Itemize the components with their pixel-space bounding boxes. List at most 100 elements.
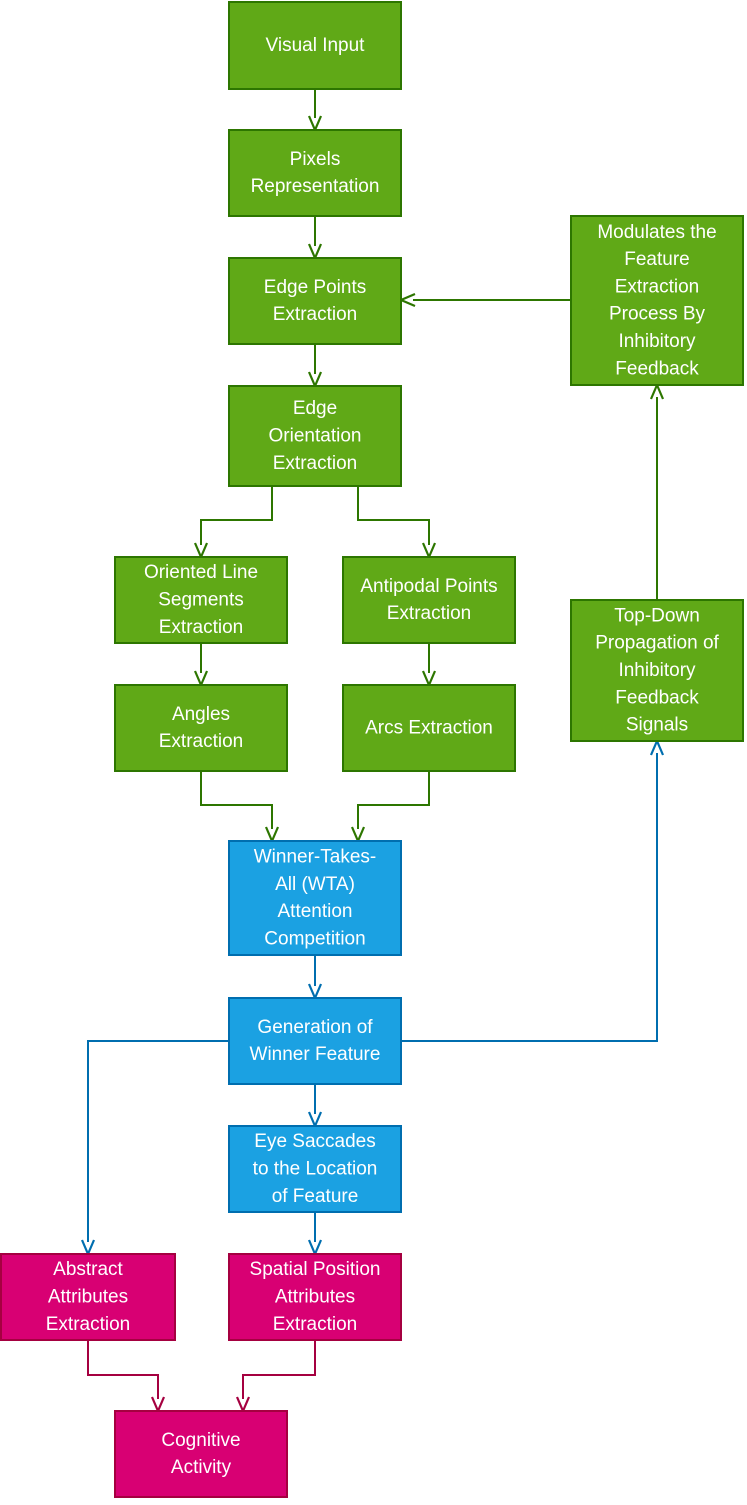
node-label-line: Abstract <box>53 1259 123 1280</box>
arrowhead-icon <box>307 1111 323 1129</box>
node-label-line: Signals <box>626 715 688 736</box>
node-box <box>228 1125 402 1213</box>
arrowhead-icon <box>193 542 209 560</box>
node-label-line: Modulates the <box>597 222 716 243</box>
arrowhead-icon <box>421 542 437 560</box>
edges-layer <box>80 89 665 1414</box>
edge-abstract_attributes_extraction-to-cognitive_activity <box>87 1340 166 1414</box>
node-label-line: Oriented Line <box>144 562 258 583</box>
edge-wta_attention_competition-to-generation_of_winner_feature <box>307 955 323 1001</box>
node-label-line: Extraction <box>159 617 243 638</box>
arrowhead-icon <box>80 1239 96 1257</box>
node-box <box>114 556 288 644</box>
edge-oriented_line_segments_extraction-to-angles_extraction <box>193 643 209 688</box>
node-label-line: Segments <box>158 590 244 611</box>
node-label-line: Process By <box>609 304 706 325</box>
arrowhead-icon <box>649 382 665 400</box>
node-box <box>570 599 744 742</box>
edge-line <box>87 1040 229 1242</box>
node-label-line: of Feature <box>272 1186 359 1207</box>
edge-visual_input-to-pixels_representation <box>307 89 323 133</box>
node-label-line: Antipodal Points <box>360 576 497 597</box>
node-label-line: Feedback <box>615 687 699 708</box>
node-label-line: Arcs Extraction <box>365 718 493 739</box>
node-label-line: Orientation <box>269 426 362 447</box>
node-label-line: Winner-Takes- <box>254 847 376 868</box>
node-label-line: Feature <box>624 249 689 270</box>
node-visual-input: Visual Input <box>228 1 402 90</box>
arrowhead-icon <box>193 670 209 688</box>
arrowhead-icon <box>350 826 366 844</box>
node-label-line: Edge Points <box>264 277 366 298</box>
node-wta-attention-competition: Winner-Takes- All (WTA) AttentionCompetiti… <box>228 840 402 956</box>
node-label-line: Winner Feature <box>250 1044 381 1065</box>
node-label-line: Extraction <box>273 453 357 474</box>
node-box <box>228 1 402 90</box>
node-label-line: Extraction <box>273 1314 357 1335</box>
edge-arcs_extraction-to-wta_attention_competition <box>350 771 430 844</box>
node-box <box>228 257 402 345</box>
node-label-line: Activity <box>171 1457 232 1478</box>
node-label-line: Pixels <box>290 149 341 170</box>
node-box <box>228 129 402 217</box>
edge-generation_of_winner_feature-to-top_down_propagation <box>401 738 665 1042</box>
node-arcs-extraction: Arcs Extraction <box>342 684 516 772</box>
arrowhead-icon <box>150 1396 166 1414</box>
node-label-line: Angles <box>172 704 230 725</box>
node-label-line: Edge <box>293 398 337 419</box>
node-label-line: Attributes <box>48 1287 128 1308</box>
node-box <box>228 840 402 956</box>
arrowhead-icon <box>421 670 437 688</box>
node-label-line: Competition <box>264 928 365 949</box>
node-label-line: Attention <box>278 901 353 922</box>
edge-antipodal_points_extraction-to-arcs_extraction <box>421 643 437 688</box>
arrowhead-icon <box>398 292 416 308</box>
node-label-line: All (WTA) <box>275 874 355 895</box>
arrowhead-icon <box>235 1396 251 1414</box>
edge-line <box>200 486 273 545</box>
node-label-line: Feedback <box>615 358 699 379</box>
node-box <box>228 385 402 487</box>
edge-generation_of_winner_feature-to-abstract_attributes_extraction <box>80 1040 229 1257</box>
node-label-line: Spatial Position <box>250 1259 381 1280</box>
node-label-line: Extraction <box>159 731 243 752</box>
node-label-line: Propagation of <box>595 633 719 654</box>
arrowhead-icon <box>307 243 323 261</box>
node-box <box>114 1410 288 1498</box>
node-box <box>228 1253 402 1341</box>
edge-angles_extraction-to-wta_attention_competition <box>200 771 280 844</box>
node-box <box>228 997 402 1085</box>
node-box <box>0 1253 176 1341</box>
node-label-line: Extraction <box>273 304 357 325</box>
edge-line <box>401 753 658 1042</box>
node-generation-of-winner-feature: Generation of Winner Feature <box>228 997 402 1085</box>
node-box <box>342 684 516 772</box>
arrowhead-icon <box>307 1239 323 1257</box>
node-label-line: Eye Saccades <box>254 1131 375 1152</box>
node-label-line: Visual Input <box>266 35 366 56</box>
edge-edge_orientation_extraction-to-oriented_line_segments_extraction <box>193 486 273 560</box>
edge-edge_points_extraction-to-edge_orientation_extraction <box>307 344 323 389</box>
arrowhead-icon <box>307 115 323 133</box>
node-label-line: Generation of <box>257 1017 373 1038</box>
node-label-line: Inhibitory <box>618 660 696 681</box>
arrowhead-icon <box>264 826 280 844</box>
edge-line <box>357 771 430 829</box>
node-label-line: Extraction <box>387 603 471 624</box>
node-label-line: Cognitive <box>161 1430 240 1451</box>
node-label-line: Extraction <box>46 1314 130 1335</box>
arrowhead-icon <box>307 983 323 1001</box>
edge-edge_orientation_extraction-to-antipodal_points_extraction <box>357 486 437 560</box>
node-label-line: to the Location <box>253 1159 378 1180</box>
arrowhead-icon <box>649 738 665 756</box>
